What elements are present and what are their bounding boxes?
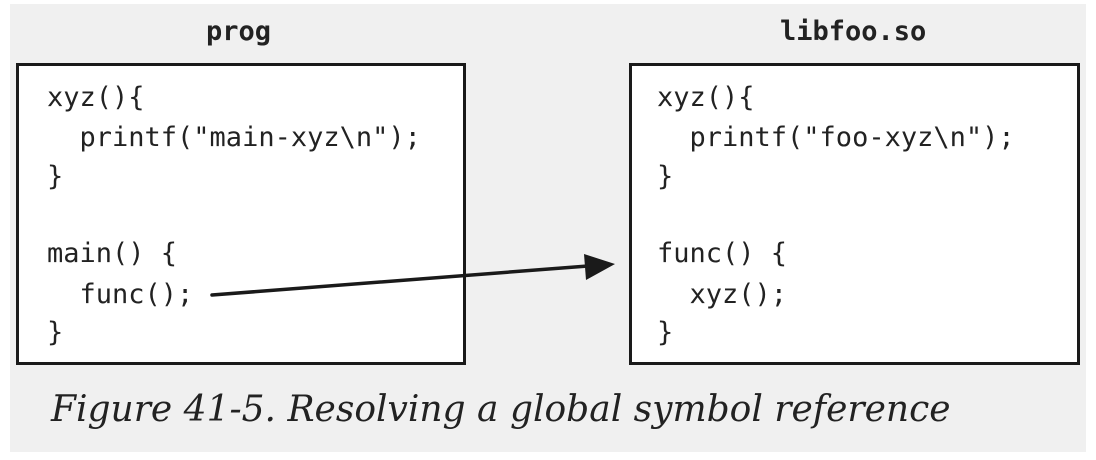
prog-code-line: xyz(){	[47, 82, 145, 113]
prog-title: prog	[206, 16, 272, 47]
prog-box: xyz(){ printf("main-xyz\n"); } main() { …	[16, 63, 466, 365]
prog-code-line: func();	[47, 279, 194, 310]
prog-code-line: }	[47, 161, 64, 192]
libfoo-code-line: printf("foo-xyz\n");	[657, 122, 1015, 153]
libfoo-code-line: func() {	[657, 238, 788, 269]
libfoo-code-line: xyz(){	[657, 82, 755, 113]
prog-code-line: printf("main-xyz\n");	[47, 122, 421, 153]
prog-code-line: }	[47, 317, 64, 348]
prog-code-line: main() {	[47, 238, 178, 269]
libfoo-code-line: }	[657, 317, 674, 348]
libfoo-title: libfoo.so	[780, 16, 927, 47]
libfoo-code-line: xyz();	[657, 279, 788, 310]
libfoo-box: xyz(){ printf("foo-xyz\n"); } func() { x…	[629, 63, 1080, 365]
figure-caption: Figure 41-5. Resolving a global symbol r…	[51, 389, 951, 430]
libfoo-code-line: }	[657, 161, 674, 192]
